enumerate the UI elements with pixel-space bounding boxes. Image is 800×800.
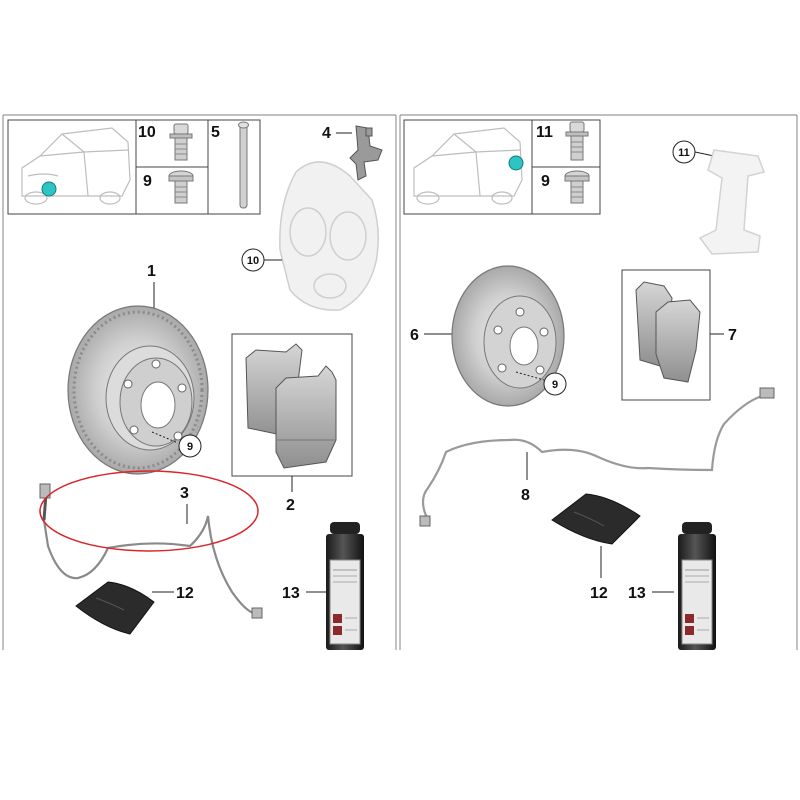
callout-9-circled-rear: 9	[552, 379, 558, 391]
caliper-ghost	[279, 161, 379, 311]
caliper-bracket-ghost	[698, 149, 765, 255]
rear-panel	[399, 114, 798, 650]
callout-11: 11	[536, 124, 553, 141]
callout-2: 2	[286, 497, 295, 514]
car-outline-icon-rear	[413, 127, 523, 205]
rear-sensor-connector-icon	[759, 387, 775, 399]
rear-sensor-plug-icon	[419, 515, 431, 527]
front-header-box	[7, 119, 261, 215]
callout-13-rear: 13	[628, 585, 646, 602]
front-brake-pads	[245, 343, 337, 469]
guide-pin-icon	[238, 121, 249, 209]
rear-brake-disc	[451, 265, 565, 407]
rear-brake-pads	[635, 281, 701, 383]
car-outline-icon	[21, 127, 131, 205]
callout-9-rear: 9	[541, 173, 550, 190]
callout-12-rear: 12	[590, 585, 608, 602]
callout-9-circled: 9	[187, 441, 193, 453]
hub-marker-icon	[41, 181, 57, 197]
spring-clip-icon	[349, 125, 383, 181]
callout-5: 5	[211, 124, 220, 141]
hub-marker-icon-rear	[508, 155, 524, 171]
callout-7: 7	[728, 327, 737, 344]
callout-10: 10	[138, 124, 156, 141]
front-wear-sensor	[42, 493, 257, 616]
callout-13: 13	[282, 585, 300, 602]
callout-1: 1	[147, 263, 156, 280]
callout-3: 3	[180, 485, 189, 502]
callout-10-circled: 10	[247, 255, 259, 267]
bolt-icon	[169, 123, 193, 161]
callout-12: 12	[176, 585, 194, 602]
callout-8: 8	[521, 487, 530, 504]
callout-11-circled: 11	[678, 147, 690, 159]
screw-icon-rear	[564, 170, 590, 204]
rear-wear-sensor	[421, 394, 763, 521]
grease-packet-icon-rear	[551, 493, 641, 545]
sensor-connector-icon	[251, 607, 263, 619]
highlight-ring	[39, 470, 259, 552]
spray-can-icon	[326, 522, 364, 650]
spray-can-icon-rear	[678, 522, 716, 650]
callout-9: 9	[143, 173, 152, 190]
bolt-icon-rear	[565, 121, 589, 161]
callout-4: 4	[322, 125, 331, 142]
front-panel	[2, 114, 397, 650]
grease-packet-icon	[75, 581, 155, 635]
front-brake-disc	[67, 305, 209, 475]
screw-icon	[168, 170, 194, 204]
callout-6: 6	[410, 327, 419, 344]
